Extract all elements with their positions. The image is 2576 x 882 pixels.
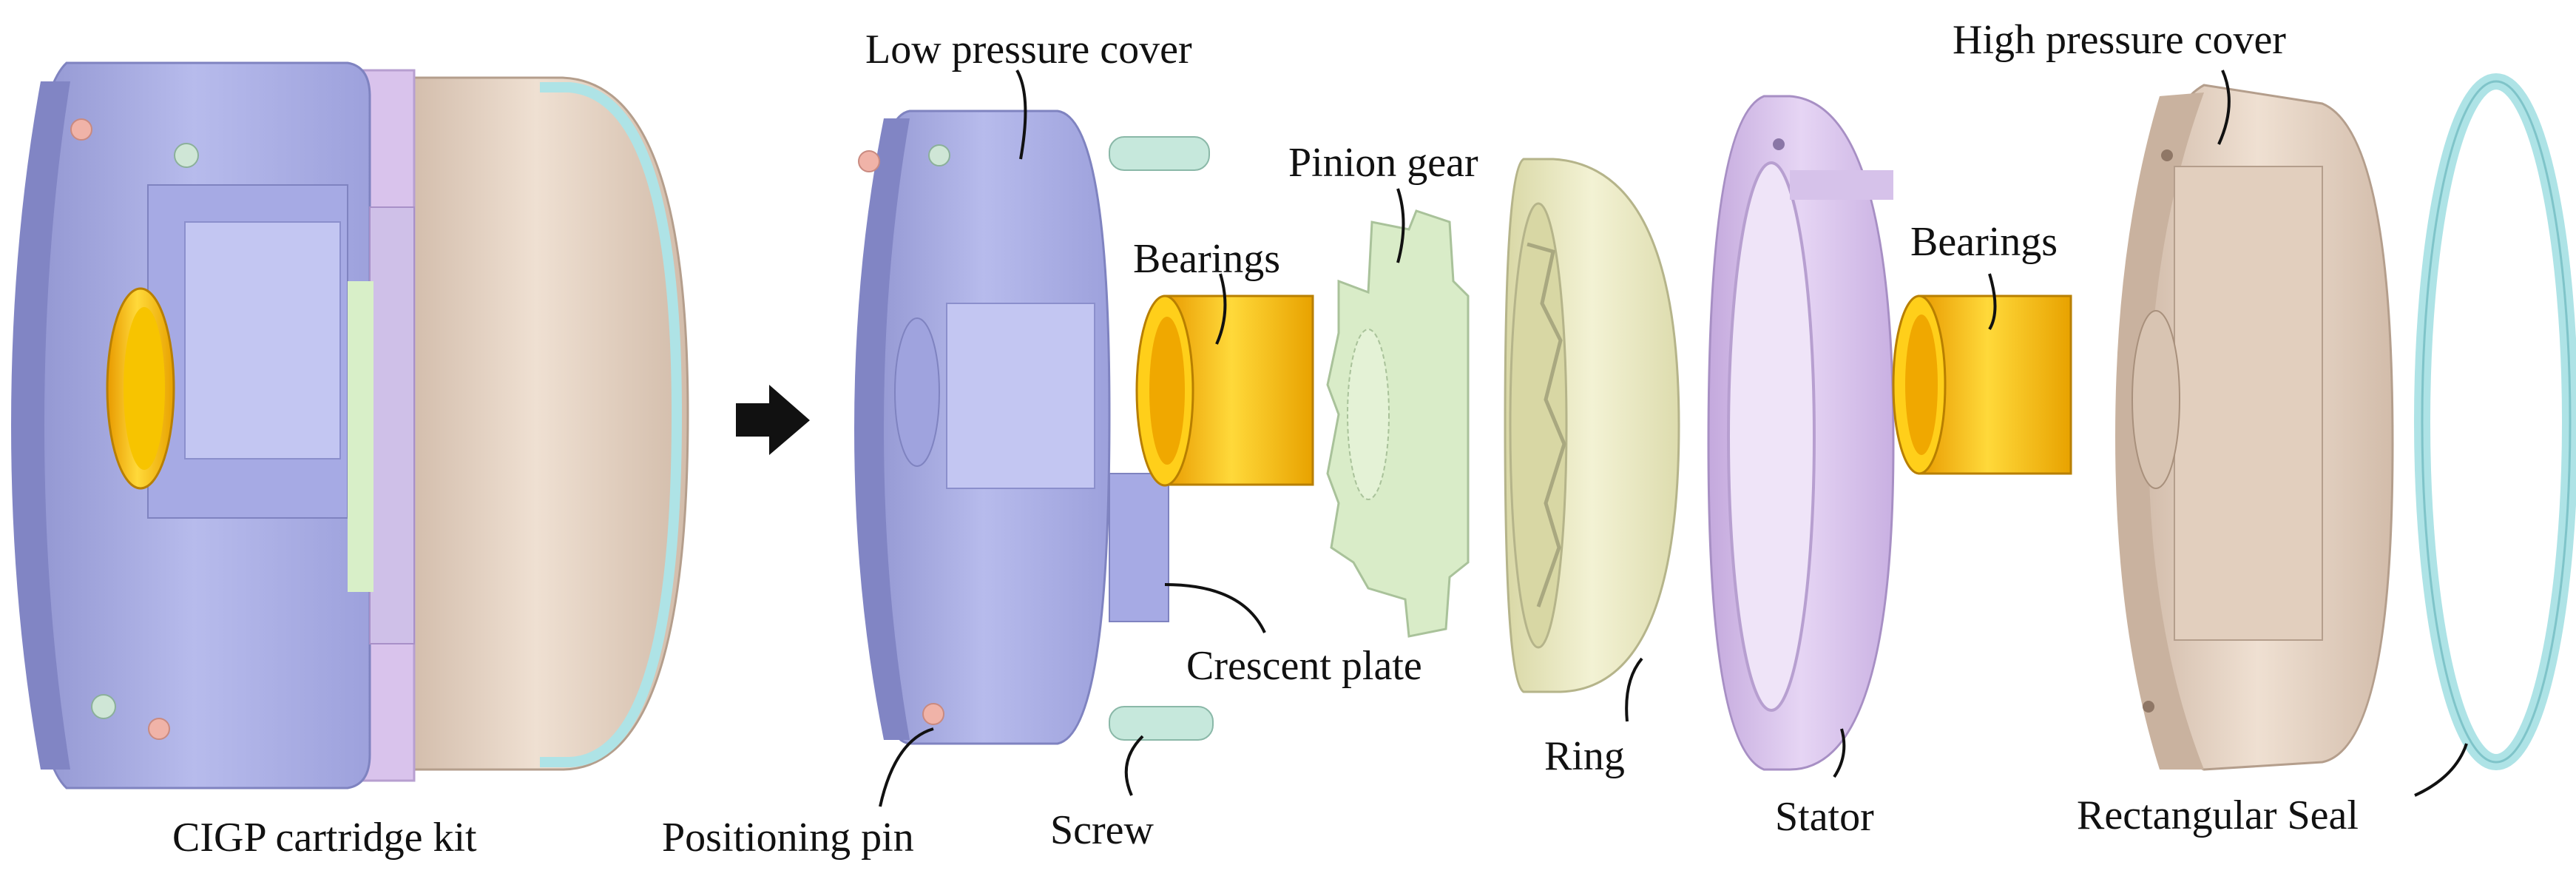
part-labels: Low pressure cover Pinion gear Bearings …: [172, 17, 2359, 861]
assembled-cartridge-kit: [11, 61, 689, 790]
label-pinion-gear: Pinion gear: [1288, 140, 1478, 186]
pinion-gear-part: [1326, 209, 1470, 638]
leader-positioning-pin: [879, 727, 934, 807]
label-screw: Screw: [1050, 807, 1155, 853]
leader-pinion-gear: [1396, 188, 1405, 263]
high-pressure-cover-part: [2115, 84, 2394, 771]
leader-ring: [1625, 657, 1643, 722]
leader-lines: [879, 70, 2468, 807]
label-bearings-right: Bearings: [1910, 219, 2058, 265]
bearing-right-part: [1892, 294, 2072, 475]
leader-screw: [1124, 735, 1144, 796]
label-low-pressure-cover: Low pressure cover: [865, 27, 1192, 73]
label-bearings-left: Bearings: [1133, 236, 1280, 282]
label-ring: Ring: [1544, 733, 1625, 779]
leader-stator: [1833, 728, 1846, 778]
leader-crescent-plate: [1164, 583, 1266, 633]
bearing-left-part: [1135, 294, 1314, 487]
leader-high-pressure-cover: [2217, 70, 2231, 145]
label-rectangular-seal: Rectangular Seal: [2077, 792, 2359, 838]
label-high-pressure-cover: High pressure cover: [1953, 17, 2286, 63]
leader-bearings-right: [1988, 273, 1997, 331]
ring-part: [1504, 158, 1680, 693]
label-stator: Stator: [1775, 794, 1874, 840]
label-cartridge-kit: CIGP cartridge kit: [172, 815, 477, 861]
label-crescent-plate: Crescent plate: [1186, 643, 1422, 689]
rectangular-seal-part: [2414, 73, 2576, 770]
stator-part: [1707, 95, 1895, 771]
leader-low-pressure-cover: [1015, 70, 1027, 160]
label-positioning-pin: Positioning pin: [662, 815, 914, 861]
right-arrow-icon: [736, 385, 810, 455]
low-pressure-cover-part: [854, 110, 1214, 745]
leader-rectangular-seal: [2414, 743, 2468, 797]
leader-bearings-left: [1215, 273, 1227, 345]
